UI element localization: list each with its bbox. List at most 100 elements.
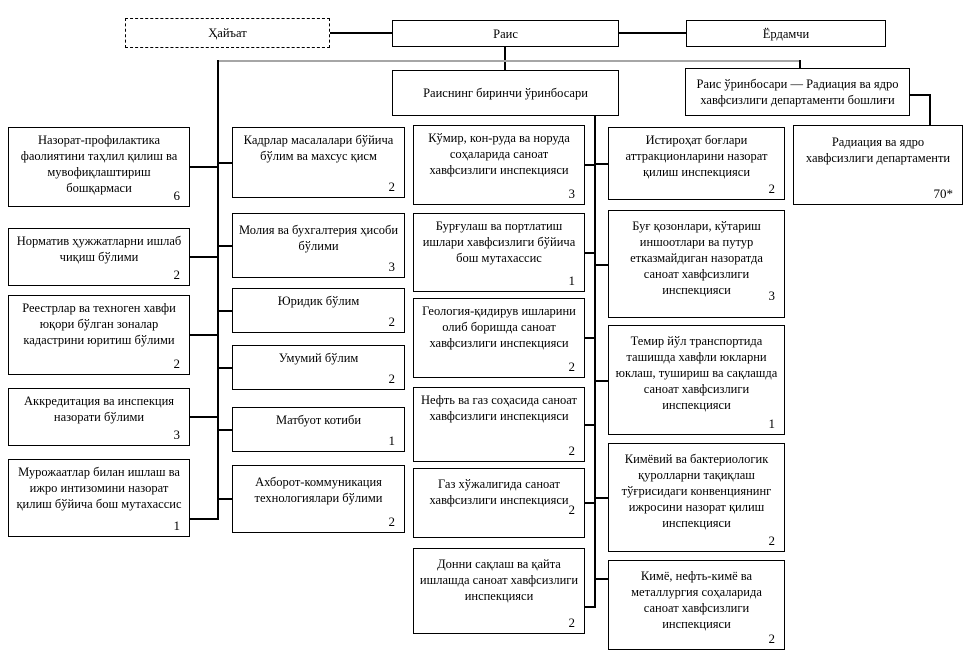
connector-stub: [217, 367, 233, 369]
org-node-count: 1: [173, 518, 181, 534]
org-node: Реестрлар ва техноген хавфи юқори бўлган…: [8, 295, 190, 375]
org-node-label: Кадрлар масалалари бўйича бўлим ва махсу…: [243, 133, 394, 163]
org-node-label: Кимё, нефть-кимё ва металлургия соҳалари…: [631, 569, 762, 631]
org-node: Донни сақлаш ва қайта ишлашда саноат хав…: [413, 548, 585, 634]
connector-stub: [190, 166, 219, 168]
org-node-label: Норматив ҳужжатларни ишлаб чиқиш бўлими: [16, 234, 182, 264]
connector-stub: [595, 264, 609, 266]
connector-bus-line: [217, 60, 801, 62]
connector-line: [799, 60, 801, 70]
connector-stub: [217, 429, 233, 431]
org-node: Геология-қидирув ишларини олиб боришда с…: [413, 298, 585, 378]
org-node-label: Геология-қидирув ишларини олиб боришда с…: [422, 304, 576, 350]
org-node-label: Аккредитация ва инспекция назорати бўлим…: [23, 394, 175, 424]
connector-line: [504, 46, 506, 71]
connector-stub: [595, 497, 609, 499]
org-node-label: Молия ва бухгалтерия ҳисоби бўлими: [238, 223, 399, 253]
connector-stub: [190, 334, 219, 336]
connector-line: [617, 32, 688, 34]
org-node: Кимё, нефть-кимё ва металлургия соҳалари…: [608, 560, 785, 650]
org-node: Буғ қозонлари, кўтариш иншоотлари ва пут…: [608, 210, 785, 318]
org-node-label: Ёрдамчи: [762, 26, 810, 41]
org-node: Назорат-профилактика фаолиятини таҳлил қ…: [8, 127, 190, 207]
org-node: Ахборот-коммуникация технологиялари бўли…: [232, 465, 405, 533]
org-node: Газ хўжалигида саноат хавфсизлиги инспек…: [413, 468, 585, 538]
org-node-label: Матбуот котиби: [275, 413, 362, 427]
org-node-label: Темир йўл транспортида ташишда хавфли юк…: [615, 334, 778, 412]
org-node-label: Кимёвий ва бактериологик қуролларни тақи…: [621, 452, 772, 530]
org-node-label: Истироҳат боғлари аттракционларини назор…: [625, 133, 768, 179]
org-node-label: Ҳайъат: [208, 26, 247, 40]
org-node-count: 2: [388, 371, 396, 387]
org-node-label: Раис: [493, 26, 518, 41]
org-node-count: 3: [173, 427, 181, 443]
org-node: Кадрлар масалалари бўйича бўлим ва махсу…: [232, 127, 405, 198]
connector-stub: [584, 164, 595, 166]
org-node: Бурғулаш ва портлатиш ишлари хавфсизлиги…: [413, 213, 585, 292]
connector-stub: [595, 380, 609, 382]
org-node-yordamchi: Ёрдамчи: [686, 20, 886, 47]
org-node: Юридик бўлим 2: [232, 288, 405, 333]
org-node-count: 6: [173, 188, 181, 204]
org-node-count: 2: [388, 314, 396, 330]
org-node-label: Нефть ва газ соҳасида саноат хавфсизлиги…: [420, 393, 577, 423]
org-node-count: 3: [388, 259, 396, 275]
org-node-label: Ахборот-коммуникация технологиялари бўли…: [254, 475, 383, 505]
org-node: Темир йўл транспортида ташишда хавфли юк…: [608, 325, 785, 435]
org-node-label: Раиснинг биринчи ўринбосари: [423, 86, 588, 100]
connector-left-spine: [217, 60, 219, 520]
org-node-count: 2: [388, 514, 396, 530]
connector-stub: [217, 245, 233, 247]
org-node-label: Раис ўринбосари — Радиация ва ядро хавфс…: [696, 77, 899, 107]
connector-stub: [217, 498, 233, 500]
org-node-rais: Раис: [392, 20, 619, 47]
org-node-count: 2: [768, 533, 776, 549]
org-node-label: Умумий бўлим: [278, 351, 359, 365]
org-node-count: 2: [388, 179, 396, 195]
org-node-label: Буғ қозонлари, кўтариш иншоотлари ва пут…: [630, 219, 763, 297]
connector-stub: [190, 256, 219, 258]
org-node: Нефть ва газ соҳасида саноат хавфсизлиги…: [413, 387, 585, 462]
org-node-radiation-dept: Радиация ва ядро хавфсизлиги департамент…: [793, 125, 963, 205]
org-node-first-deputy: Раиснинг биринчи ўринбосари: [392, 70, 619, 116]
connector-stub: [190, 416, 219, 418]
org-node-label: Назорат-профилактика фаолиятини таҳлил қ…: [20, 133, 178, 195]
org-node-count: 2: [768, 181, 776, 197]
connector-stub: [584, 606, 595, 608]
org-node: Кимёвий ва бактериологик қуролларни тақи…: [608, 443, 785, 552]
org-node-count: 2: [568, 615, 576, 631]
org-node-count: 2: [173, 267, 181, 283]
connector-line: [910, 94, 931, 96]
org-node-count: 1: [568, 273, 576, 289]
connector-stub: [584, 502, 595, 504]
org-node: Мурожаатлар билан ишлаш ва ижро интизоми…: [8, 459, 190, 537]
connector-mid-spine: [594, 114, 596, 608]
org-node-count: 2: [568, 502, 576, 518]
org-node-label: Бурғулаш ва портлатиш ишлари хавфсизлиги…: [422, 219, 576, 265]
org-node-label: Донни сақлаш ва қайта ишлашда саноат хав…: [419, 557, 579, 603]
org-node-label: Радиация ва ядро хавфсизлиги департамент…: [805, 135, 951, 165]
org-node-count: 2: [768, 631, 776, 647]
org-node-radiation-deputy: Раис ўринбосари — Радиация ва ядро хавфс…: [685, 68, 910, 116]
connector-stub: [584, 337, 595, 339]
org-node-count: 70*: [933, 186, 954, 202]
org-node: Матбуот котиби 1: [232, 407, 405, 452]
org-node-count: 1: [388, 433, 396, 449]
connector-line: [328, 32, 394, 34]
connector-stub: [595, 163, 609, 165]
org-node: Кўмир, кон-руда ва норуда соҳаларида сан…: [413, 125, 585, 205]
org-node-count: 2: [568, 443, 576, 459]
connector-line: [929, 94, 931, 127]
org-node: Истироҳат боғлари аттракционларини назор…: [608, 127, 785, 200]
org-node-count: 2: [173, 356, 181, 372]
org-node-hayat: Ҳайъат: [125, 18, 330, 48]
org-node-count: 1: [768, 416, 776, 432]
org-node-label: Юридик бўлим: [277, 294, 360, 308]
connector-stub: [217, 162, 233, 164]
connector-stub: [584, 252, 595, 254]
org-node-label: Кўмир, кон-руда ва норуда соҳаларида сан…: [428, 131, 570, 177]
connector-stub: [190, 518, 219, 520]
org-node-label: Реестрлар ва техноген хавфи юқори бўлган…: [22, 301, 176, 347]
org-node: Норматив ҳужжатларни ишлаб чиқиш бўлими …: [8, 228, 190, 286]
